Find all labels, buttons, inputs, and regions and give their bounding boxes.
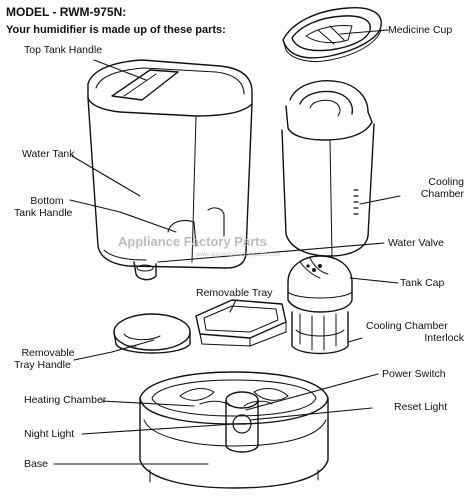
label-cooling-chamber-interlock-1: Cooling Chamber: [366, 320, 448, 332]
label-top-tank-handle: Top Tank Handle: [24, 44, 103, 56]
water-tank-drawing: [87, 59, 253, 281]
cooling-chamber-drawing: [281, 80, 375, 257]
model-heading: MODEL - RWM-975N:: [6, 5, 127, 19]
label-bottom-tank-handle-1: Bottom: [30, 195, 64, 207]
label-power-switch: Power Switch: [382, 368, 446, 380]
leader-night-light: [81, 423, 235, 435]
label-night-light: Night Light: [24, 428, 75, 440]
label-reset-light: Reset Light: [394, 401, 448, 413]
label-cooling-chamber-interlock-2: Interlock: [424, 332, 464, 344]
watermark-url: www.appliancefactoryparts.com: [196, 252, 281, 258]
watermark: Appliance Factory Parts: [118, 234, 267, 249]
leader-medicine-cup: [339, 29, 389, 35]
removable-tray-handle-drawing: [113, 313, 191, 354]
medicine-cup-drawing: [282, 7, 382, 63]
label-medicine-cup: Medicine Cup: [388, 24, 453, 36]
label-bottom-tank-handle-2: Tank Handle: [14, 207, 73, 219]
leader-cooling-chamber-interlock: [347, 337, 363, 343]
tank-cap-drawing: [287, 255, 353, 355]
leader-power-switch: [245, 373, 379, 411]
label-base: Base: [24, 458, 48, 470]
base-drawing: [139, 371, 329, 489]
label-removable-tray: Removable Tray: [196, 287, 273, 299]
label-cooling-chamber-2: Chamber: [420, 188, 464, 200]
label-tank-cap: Tank Cap: [400, 277, 445, 289]
removable-tray-drawing: [195, 299, 287, 347]
leader-lines: [53, 29, 401, 465]
leader-reset-light: [249, 407, 373, 421]
label-removable-tray-handle-2: Tray Handle: [14, 359, 71, 371]
leader-water-valve: [157, 242, 385, 263]
leader-top-tank-handle: [93, 59, 147, 81]
leader-removable-tray-handle: [73, 339, 155, 361]
label-removable-tray-handle-1: Removable: [21, 347, 75, 359]
label-cooling-chamber-1: Cooling: [428, 176, 464, 188]
leader-removable-tray: [229, 299, 237, 313]
leader-bottom-tank-handle: [69, 199, 177, 233]
leader-heating-chamber: [101, 400, 195, 407]
intro-text: Your humidifier is made up of these part…: [6, 24, 226, 36]
label-heating-chamber: Heating Chamber: [24, 394, 107, 406]
label-water-tank: Water Tank: [22, 148, 75, 160]
leader-tank-cap: [349, 277, 399, 284]
leader-cooling-chamber: [359, 195, 401, 205]
leader-water-tank: [71, 155, 141, 197]
label-water-valve: Water Valve: [388, 237, 445, 249]
